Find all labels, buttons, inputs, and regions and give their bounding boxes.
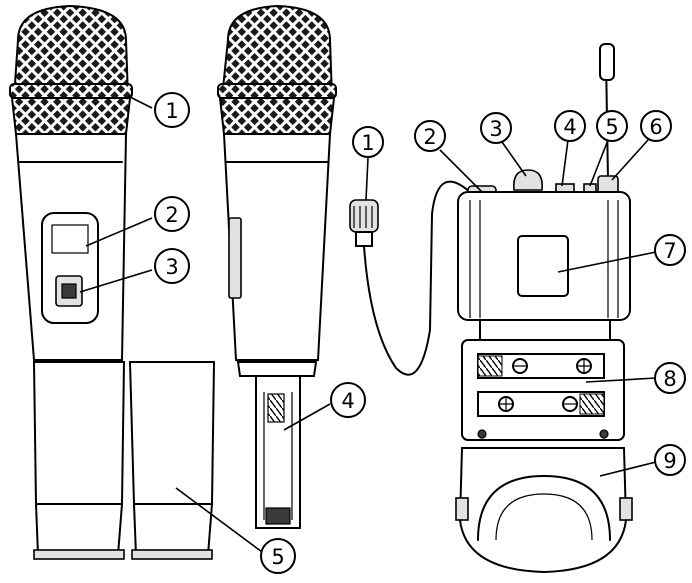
callout-bodypack-3: 3 <box>480 112 512 144</box>
spring-top <box>477 355 503 377</box>
belt-clip-inner <box>495 493 593 541</box>
lavalier-neck <box>355 231 373 247</box>
callout-label: 2 <box>165 203 178 227</box>
callout-label: 8 <box>663 367 676 391</box>
callout-label: 3 <box>165 255 178 279</box>
battery-contact <box>265 507 291 525</box>
battery-cover-detached <box>128 361 216 560</box>
callout-label: 5 <box>271 545 284 569</box>
callout-handheld-4: 4 <box>330 382 366 418</box>
callout-label: 6 <box>649 115 662 139</box>
callout-label: 4 <box>563 115 576 139</box>
callout-handheld-2: 2 <box>154 196 190 232</box>
callout-label: 4 <box>341 389 354 413</box>
callout-label: 1 <box>361 131 374 155</box>
side-switch <box>228 217 242 299</box>
housing-ridges <box>469 200 619 318</box>
callout-label: 3 <box>489 117 502 141</box>
callout-label: 2 <box>423 125 436 149</box>
callout-bodypack-1: 1 <box>352 126 384 158</box>
callout-label: 1 <box>165 99 178 123</box>
callout-bodypack-8: 8 <box>654 362 686 394</box>
callout-handheld-5: 5 <box>260 538 296 574</box>
callout-bodypack-5: 5 <box>596 110 628 142</box>
callout-handheld-3: 3 <box>154 248 190 284</box>
callout-bodypack-7: 7 <box>654 234 686 266</box>
bottom-cap-front <box>34 503 124 556</box>
belt-clip-arch <box>477 475 611 541</box>
ir-window <box>517 235 569 297</box>
grille-ring-side <box>217 83 337 99</box>
lavalier-cable <box>363 180 475 376</box>
spring-bottom <box>579 393 605 415</box>
display-screen-front <box>51 224 89 254</box>
clip-tab-left <box>455 497 469 521</box>
antenna-tip <box>599 43 615 81</box>
callout-bodypack-2: 2 <box>414 120 446 152</box>
clip-tab-right <box>619 497 633 521</box>
bodypack-transmitter <box>455 43 633 574</box>
callout-label: 9 <box>663 449 676 473</box>
callout-label: 7 <box>663 239 676 263</box>
leader-lines <box>79 95 657 553</box>
battery-spring <box>267 393 285 423</box>
callout-handheld-1: 1 <box>154 92 190 128</box>
callout-bodypack-6: 6 <box>640 110 672 142</box>
callout-bodypack-4: 4 <box>554 110 586 142</box>
belt-clip <box>458 447 628 574</box>
grille-lower-side <box>218 97 336 138</box>
screw-right <box>599 429 609 439</box>
grille-lower-front <box>10 97 132 138</box>
screw-left <box>477 429 487 439</box>
battery-rails <box>263 392 293 520</box>
battery-tray-side <box>236 361 318 377</box>
volume-knob <box>512 169 544 191</box>
battery-cover-front <box>32 361 126 505</box>
lavalier-grille-lines <box>353 206 373 228</box>
bottom-rim-front <box>33 549 125 560</box>
lavalier-mic <box>349 180 475 376</box>
callout-bodypack-9: 9 <box>654 444 686 476</box>
callout-label: 5 <box>605 115 618 139</box>
handheld-mic-side <box>217 4 337 529</box>
grille-ring-front <box>9 83 133 99</box>
handheld-mic-front <box>9 4 133 560</box>
power-switch-knob <box>61 283 77 299</box>
